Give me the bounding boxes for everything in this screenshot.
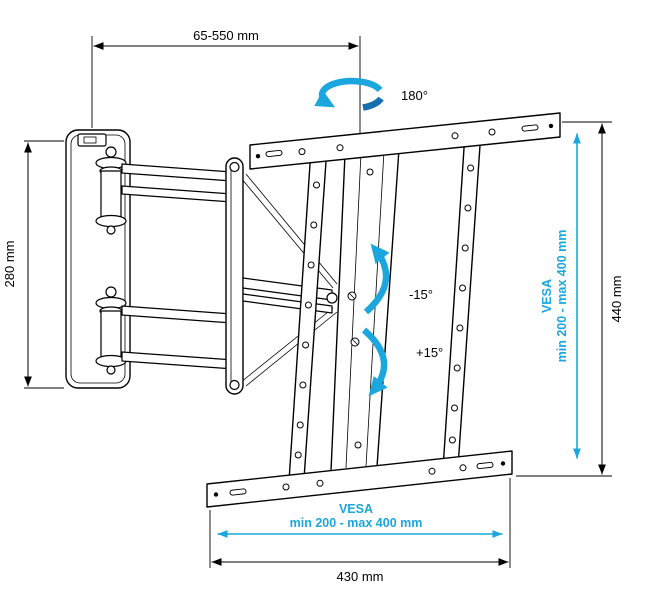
overall-height-dimension: 440 mm (516, 121, 624, 477)
center-column-ridge (365, 150, 385, 468)
vesa-vertical-range-label: min 200 - max 400 mm (555, 230, 569, 363)
hinge-upper (95, 146, 127, 235)
arm-upper-bar (121, 185, 233, 203)
vesa-horizontal-dimension: VESA min 200 - max 400 mm (217, 502, 503, 538)
center-column-screws (347, 168, 374, 449)
wall-plate-latch-detail (83, 136, 97, 144)
vesa-top-rail-holes (255, 123, 554, 159)
vesa-horizontal-range-label: min 200 - max 400 mm (290, 516, 423, 530)
overall-width-label: 430 mm (337, 569, 384, 584)
wall-plate-height-dimension: 280 mm (2, 140, 64, 389)
arm-upper-bar (121, 163, 233, 182)
tilt-down-label: +15° (416, 345, 443, 360)
wall-plate (65, 129, 131, 389)
vesa-plate (206, 112, 561, 508)
arm-joint (229, 161, 240, 173)
extension-range-label: 65-550 mm (193, 28, 259, 43)
swivel-arrow-tail (362, 96, 384, 111)
vesa-vertical-dimension: VESA min 200 - max 400 mm (540, 133, 581, 459)
vesa-horizontal-title: VESA (339, 502, 373, 516)
vesa-top-rail (249, 112, 561, 170)
swivel-angle-label: 180° (401, 88, 428, 103)
wall-plate-height-label: 280 mm (2, 241, 17, 288)
vesa-vertical-title: VESA (540, 279, 554, 313)
vesa-right-bar-holes (448, 164, 475, 444)
overall-height-label: 440 mm (609, 276, 624, 323)
swivel-annotation: 180° (314, 77, 428, 111)
tilt-up-label: -15° (409, 287, 433, 302)
overall-width-dimension: 430 mm (209, 478, 511, 584)
arm-diagonal-edge (240, 307, 334, 383)
swivel-arrow-icon (314, 77, 383, 108)
arm-lower-bar (121, 305, 233, 324)
vesa-bottom-rail (206, 450, 513, 508)
vesa-bottom-rail-holes (213, 461, 506, 497)
arm-diagonal-edge (245, 311, 338, 387)
arm-lower-bar (121, 351, 235, 370)
arm-link-column (225, 157, 244, 395)
vesa-left-bar-holes (294, 181, 320, 459)
arm-joint (229, 379, 240, 391)
extension-dimension: 65-550 mm (91, 28, 361, 150)
tilt-up-arrow-icon (363, 243, 390, 315)
tilt-annotation: -15° +15° (361, 243, 443, 397)
vesa-right-bar (442, 130, 482, 470)
arm-vesa-joint (326, 292, 338, 304)
center-column-ridge (345, 152, 362, 469)
vesa-left-bar (288, 146, 328, 482)
tilt-down-arrow-icon (361, 327, 388, 397)
wall-plate-latch (77, 133, 107, 147)
arm-diagonal-edge (245, 173, 338, 285)
